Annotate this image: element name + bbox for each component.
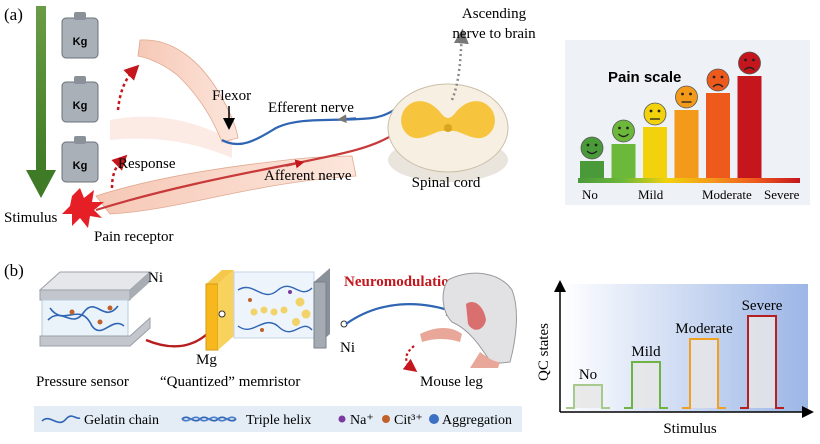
- ascending-label-line2: nerve to brain: [452, 26, 536, 42]
- weight-label: Kg: [73, 100, 88, 112]
- qc-pulses: No Mild Moderate Severe: [566, 298, 784, 409]
- qc-pulse: [740, 315, 784, 409]
- stimulus-label: Stimulus: [4, 210, 58, 226]
- spinal-cord-illustration: [387, 83, 509, 182]
- pain-scale-label-severe: Severe: [764, 187, 800, 202]
- weight-label: Kg: [73, 160, 88, 172]
- neuromodulation-label: Neuromodulation: [344, 274, 458, 290]
- ascending-arrow: [450, 28, 469, 101]
- qc-x-label: Stimulus: [663, 421, 717, 437]
- mouse-leg-illustration: [420, 272, 517, 368]
- triple-helix-icon: [181, 416, 237, 422]
- arm-lower: [95, 155, 357, 215]
- legend-gelatin: Gelatin chain: [84, 413, 159, 428]
- pain-burst-icon: [62, 188, 104, 228]
- qc-pulse-label: Moderate: [675, 321, 733, 337]
- pain-scale-label-no: No: [582, 187, 598, 202]
- afferent-direction-arrow: [285, 159, 305, 169]
- qc-pulse-fill: [690, 339, 718, 408]
- pain-scale-bar: [643, 127, 667, 178]
- pain-scale-bar: [580, 161, 604, 178]
- panel-b-label: (b): [4, 261, 24, 280]
- qc-pulse-fill: [574, 385, 602, 408]
- legend-triple-helix: Triple helix: [246, 413, 311, 428]
- weight-icon: Kg: [61, 136, 99, 183]
- arm-raised: [137, 39, 239, 143]
- pressure-sensor-label: Pressure sensor: [36, 374, 129, 390]
- qc-pulse: [624, 361, 668, 409]
- weight-icon: Kg: [61, 76, 99, 123]
- pain-face-icon: [612, 119, 635, 143]
- qc-pulse: [566, 384, 610, 409]
- pain-scale-gradient: [578, 178, 800, 183]
- ascending-label-line1: Ascending: [462, 6, 527, 22]
- qc-y-label: QC states: [536, 323, 552, 381]
- efferent-label: Efferent nerve: [268, 100, 354, 116]
- memristor-mg-label: Mg: [196, 352, 217, 368]
- pain-scale-bar: [674, 110, 699, 178]
- mouse-leg-label: Mouse leg: [420, 374, 483, 390]
- response-arrow: [116, 64, 140, 111]
- efferent-direction-arrow: [337, 114, 357, 124]
- pain-face-icon: [675, 85, 698, 109]
- qc-pulse-label: Severe: [742, 298, 783, 314]
- weight-label: Kg: [73, 36, 88, 48]
- pain-scale-bars: [580, 51, 762, 178]
- qc-pulse-label: No: [579, 367, 597, 383]
- memristor-ni-label: Ni: [340, 340, 355, 356]
- spinal-cord-label: Spinal cord: [412, 175, 481, 191]
- pain-scale-title: Pain scale: [608, 69, 681, 86]
- legend-aggregation: Aggregation: [442, 413, 512, 428]
- pain-scale-bar: [706, 93, 730, 178]
- qc-pulse-fill: [632, 362, 660, 408]
- arm-faded: [110, 116, 232, 158]
- pain-scale-label-moderate: Moderate: [702, 187, 752, 202]
- gelatin-chain-icon: [41, 415, 81, 424]
- aggregation-icon: [429, 414, 439, 424]
- pain-scale-bar: [611, 144, 636, 178]
- pain-face-icon: [738, 51, 761, 75]
- memristor-illustration: [205, 268, 348, 351]
- stimulus-arrow: [26, 6, 56, 198]
- panel-a-label: (a): [4, 5, 23, 24]
- pain-face-icon: [643, 102, 667, 126]
- sodium-ion-icon: [338, 415, 346, 423]
- response-label: Response: [118, 156, 176, 172]
- pain-receptor-label: Pain receptor: [94, 229, 174, 245]
- pain-scale-label-mild: Mild: [638, 187, 664, 202]
- afferent-label: Afferent nerve: [264, 168, 352, 184]
- qc-pulse-fill: [748, 316, 776, 408]
- legend-bar: [34, 406, 522, 432]
- pain-scale-bar: [737, 76, 762, 178]
- flexor-label: Flexor: [212, 88, 251, 104]
- pain-face-icon: [706, 68, 730, 92]
- memristor-label: “Quantized” memristor: [160, 374, 300, 390]
- legend-sodium: Na⁺: [350, 413, 374, 428]
- citrate-ion-icon: [382, 415, 390, 423]
- leg-movement-arrow: [402, 345, 418, 372]
- neuromodulation-wire: [345, 303, 461, 325]
- legend-citrate: Cit³⁺: [394, 413, 423, 428]
- pain-face-icon: [580, 136, 604, 160]
- weight-icon: Kg: [61, 12, 99, 59]
- pressure-sensor-ni-label: Ni: [148, 270, 163, 286]
- qc-pulse-label: Mild: [631, 344, 661, 360]
- pressure-sensor-illustration: [38, 271, 152, 347]
- qc-pulse: [682, 338, 726, 409]
